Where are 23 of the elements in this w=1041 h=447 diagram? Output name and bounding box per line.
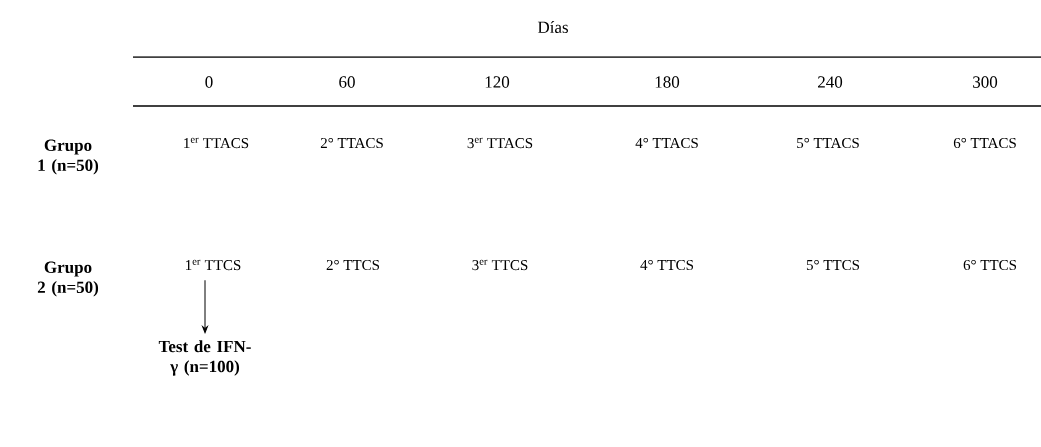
treatment-text: 3$^{er}$ TTACS xyxy=(467,137,533,149)
treatment-text: 1$^{er}$ TTCS xyxy=(186,259,241,271)
day-number: 300 xyxy=(973,76,998,88)
treatment-text: 3$^{er}$ TTCS xyxy=(472,259,528,271)
treatment-text: 5° TTACS xyxy=(797,137,859,149)
day-number: 180 xyxy=(655,76,680,88)
treatment-text: 4° TTCS xyxy=(640,259,694,271)
treatment-text: 2° TTCS xyxy=(326,259,380,271)
group-label: Grupo 1 (n=50) xyxy=(38,139,99,175)
treatment-text: 5° TTCS xyxy=(806,259,860,271)
test-label: Test de IFN-γ (n=100) xyxy=(158,340,251,376)
treatment-text: 1$^{er}$ TTACS xyxy=(184,137,249,149)
treatment-text: 6° TTCS xyxy=(963,259,1017,271)
treatment-text: 4° TTACS xyxy=(635,137,698,149)
group-label: Grupo 2 (n=50) xyxy=(37,261,99,297)
treatment-text: 2° TTACS xyxy=(320,137,383,149)
day-number: 60 xyxy=(339,76,355,88)
arrow xyxy=(202,326,208,334)
header-text: Días xyxy=(537,21,568,33)
day-number: 120 xyxy=(485,76,510,88)
day-number: 240 xyxy=(818,76,843,88)
day-number: 0 xyxy=(205,76,213,88)
treatment-text: 6° TTACS xyxy=(953,137,1016,149)
